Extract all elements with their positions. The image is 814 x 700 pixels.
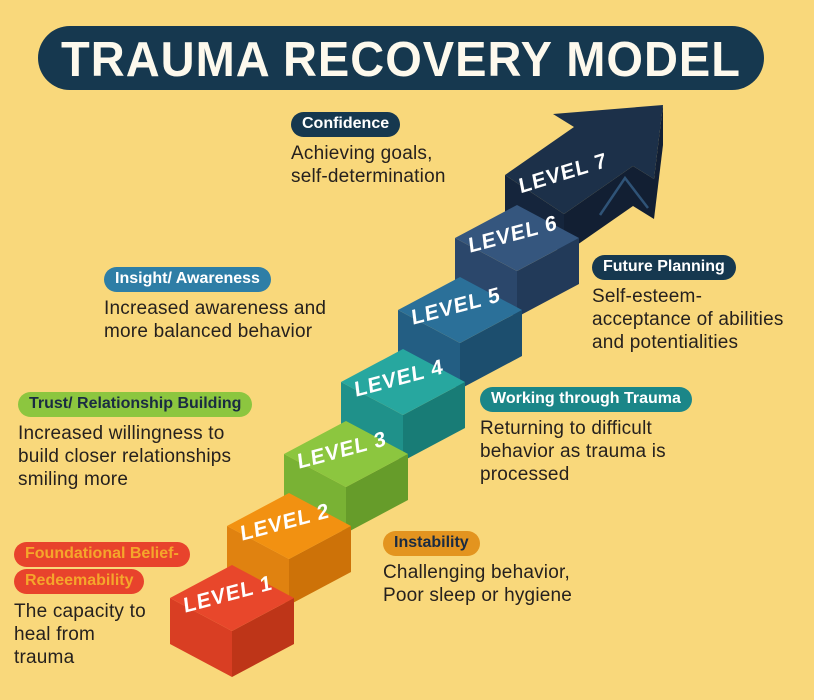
- step-level-2-top: [227, 493, 351, 559]
- badge-confidence: Confidence: [291, 112, 401, 137]
- step-level-2-side: [289, 526, 351, 605]
- step-level-4-side: [403, 382, 465, 461]
- step-level-3: LEVEL 3: [284, 421, 408, 533]
- step-level-6-top: [455, 205, 579, 271]
- text-line: Increased willingness to: [18, 423, 225, 444]
- text-line: and potentialities: [592, 332, 739, 353]
- step-level-5-side: [460, 310, 522, 389]
- step-level-1-top: [170, 565, 294, 631]
- step-level-6-side: [517, 238, 579, 317]
- text-line: heal from: [14, 624, 96, 645]
- badge-trust-relationship: Trust/ Relationship Building: [18, 392, 253, 417]
- text-line: Self-esteem-: [592, 286, 703, 307]
- text-line: acceptance of abilities: [592, 309, 784, 330]
- annotation-working-through-trauma: Working through Trauma Returning to diff…: [480, 387, 692, 486]
- step-level-1-side: [232, 598, 294, 677]
- annotation-instability: Instability Challenging behavior, Poor s…: [383, 531, 572, 607]
- step-level-6: LEVEL 6: [455, 205, 579, 317]
- text-line: self-determination: [291, 166, 446, 187]
- step-level-4-top: [341, 349, 465, 415]
- text-line: smiling more: [18, 469, 129, 490]
- step-level-2: LEVEL 2: [227, 493, 351, 605]
- badge-instability: Instability: [383, 531, 480, 556]
- badge-insight-awareness: Insight/ Awareness: [104, 267, 271, 292]
- step-level-5-top: [398, 277, 522, 343]
- step-level-3-side: [346, 454, 408, 533]
- step-level-7-side: [654, 105, 663, 219]
- step-level-6-front: [455, 238, 517, 317]
- text-line: build closer relationships: [18, 446, 232, 467]
- step-level-7-side: [564, 166, 633, 254]
- badge-redeemability: Redeemability: [14, 569, 145, 594]
- annotation-future-planning: Future Planning Self-esteem- acceptance …: [592, 255, 784, 354]
- annotation-insight: Insight/ Awareness Increased awareness a…: [104, 267, 326, 343]
- step-level-2-front: [227, 526, 289, 605]
- step-level-7-side: [633, 166, 654, 219]
- text-line: more balanced behavior: [104, 321, 313, 342]
- text-line: processed: [480, 464, 570, 485]
- badge-working-through-trauma: Working through Trauma: [480, 387, 692, 412]
- page-title: TRAUMA RECOVERY MODEL: [61, 30, 741, 86]
- annotation-foundational: Foundational Belief- Redeemability The c…: [14, 542, 190, 669]
- step-level-4-front: [341, 382, 403, 461]
- badge-future-planning: Future Planning: [592, 255, 736, 280]
- text-line: trauma: [14, 647, 75, 668]
- step-level-3-top: [284, 421, 408, 487]
- title-banner: TRAUMA RECOVERY MODEL: [38, 26, 764, 90]
- arrow-fold-highlight-line: [598, 175, 649, 216]
- annotation-confidence: Confidence Achieving goals, self-determi…: [291, 112, 446, 188]
- text-line: Achieving goals,: [291, 143, 433, 164]
- annotation-trust: Trust/ Relationship Building Increased w…: [18, 392, 253, 491]
- text-line: Returning to difficult: [480, 418, 652, 439]
- step-level-4: LEVEL 4: [341, 349, 465, 461]
- badge-foundational-belief: Foundational Belief-: [14, 542, 190, 567]
- text-line: Increased awareness and: [104, 298, 327, 319]
- step-level-3-front: [284, 454, 346, 533]
- text-line: Challenging behavior,: [383, 562, 570, 583]
- step-level-7-arrow-top: [505, 105, 663, 214]
- step-level-5-front: [398, 310, 460, 389]
- text-line: behavior as trauma is: [480, 441, 666, 462]
- step-level-1: LEVEL 1: [170, 565, 294, 677]
- step-level-1-front: [170, 598, 232, 677]
- text-line: The capacity to: [14, 601, 146, 622]
- text-line: Poor sleep or hygiene: [383, 585, 573, 606]
